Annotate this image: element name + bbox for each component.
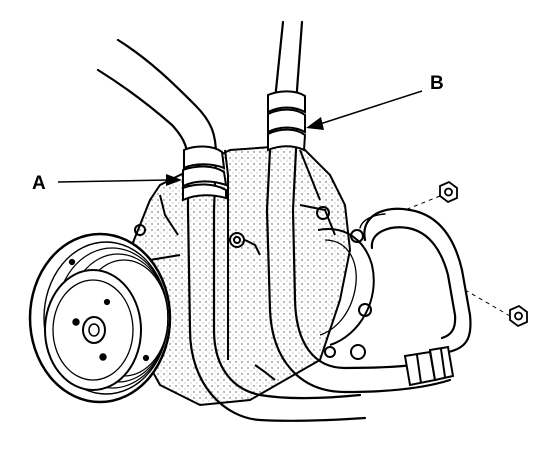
callout-a-arrow xyxy=(57,174,182,186)
pipe-fitting xyxy=(403,345,455,387)
pulley xyxy=(28,232,172,404)
hex-nut-lower xyxy=(509,304,528,328)
callout-b-label: B xyxy=(430,73,444,94)
callout-b-arrow xyxy=(306,90,423,130)
connector-a xyxy=(182,145,228,202)
callout-a-label: A xyxy=(32,173,46,194)
hose-a xyxy=(96,38,367,422)
connector-b xyxy=(267,90,307,152)
hex-nut-upper xyxy=(439,180,458,204)
discharge-pipe xyxy=(359,207,472,357)
compressor-body xyxy=(129,143,375,407)
guide-lines xyxy=(404,195,511,317)
